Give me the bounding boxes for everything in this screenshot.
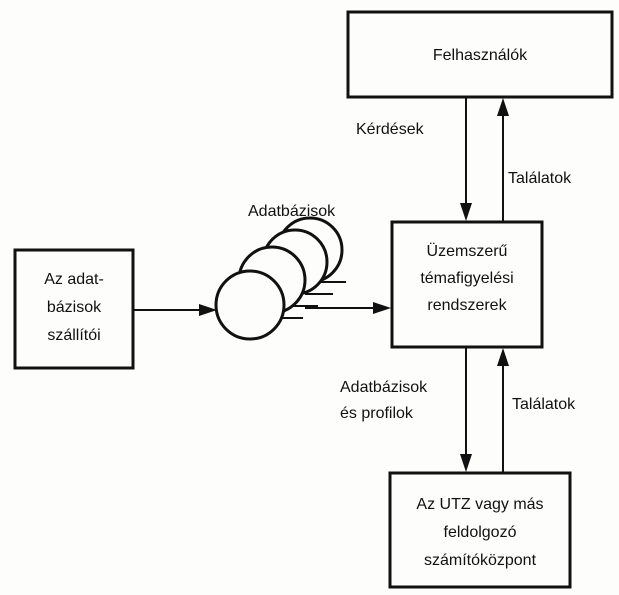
db-profiles-label-line-1: Adatbázisok bbox=[340, 379, 428, 396]
center-box bbox=[388, 471, 572, 589]
databases-label: Adatbázisok bbox=[248, 203, 336, 220]
db-profiles-label-line-2: és profilok bbox=[340, 405, 414, 422]
supply-arrowhead bbox=[199, 304, 217, 316]
users-box bbox=[346, 10, 614, 99]
database-disk-1 bbox=[214, 269, 303, 341]
queries-arrowhead bbox=[460, 203, 472, 221]
suppliers-label-line-3: szállítói bbox=[47, 327, 100, 344]
results-top-label: Találatok bbox=[508, 170, 572, 187]
database-stack bbox=[214, 216, 346, 341]
monitoring-label-line-2: témafigyelési bbox=[420, 270, 513, 287]
center-label-line-3: számítóközpont bbox=[424, 552, 537, 569]
monitoring-label-line-1: Üzemszerű bbox=[427, 242, 508, 260]
suppliers-label-line-2: bázisok bbox=[47, 299, 102, 316]
results-bottom-label: Találatok bbox=[512, 396, 576, 413]
monitoring-label-line-3: rendszerek bbox=[427, 297, 507, 314]
results-top-arrowhead bbox=[497, 98, 509, 116]
db-profiles-arrowhead bbox=[460, 454, 472, 472]
db-to-monitoring-arrowhead bbox=[373, 302, 391, 314]
queries-label: Kérdések bbox=[356, 121, 425, 138]
results-bottom-arrowhead bbox=[497, 348, 509, 366]
suppliers-label-line-1: Az adat- bbox=[44, 271, 104, 288]
users-label: Felhasználók bbox=[433, 47, 528, 64]
center-label-line-2: feldolgozó bbox=[444, 524, 517, 541]
center-label-line-1: Az UTZ vagy más bbox=[416, 496, 543, 513]
